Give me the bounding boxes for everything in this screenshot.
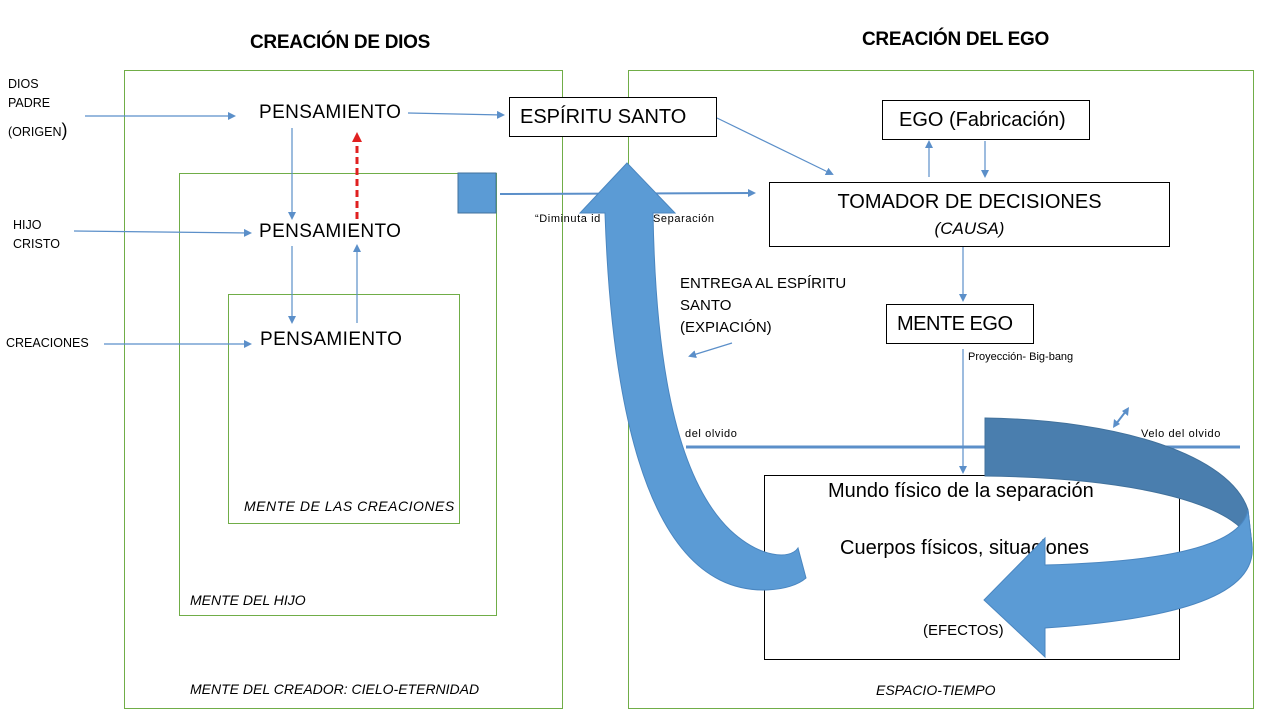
ego-label: EGO (Fabricación) — [899, 109, 1066, 131]
label-mente-hijo: MENTE DEL HIJO — [190, 592, 306, 608]
separation-line — [499, 189, 756, 198]
tomador-label: TOMADOR DE DECISIONES — [837, 191, 1102, 213]
tomador-box: TOMADOR DE DECISIONES (CAUSA) — [769, 182, 1170, 247]
cuerpos-label: Cuerpos físicos, situaciones — [840, 537, 1090, 559]
label-origen: (ORIGEN) — [8, 121, 67, 142]
frame-mente-creaciones — [228, 294, 460, 524]
label-origen-paren: ) — [61, 120, 68, 140]
annotation-velo-left: del olvido — [685, 428, 738, 440]
frame-mente-creador — [124, 70, 563, 709]
annotation-separacion: Separación — [653, 213, 715, 225]
mente-ego-label: MENTE EGO — [897, 313, 1013, 335]
annotation-diminuta-idea: “Diminuta id — [535, 213, 601, 225]
mente-ego-box: MENTE EGO — [886, 304, 1034, 344]
annotation-entrega-line2: SANTO — [680, 297, 732, 314]
label-hijo: HIJO — [13, 218, 42, 232]
pensamiento-padre: PENSAMIENTO — [259, 102, 402, 123]
title-creacion-de-dios: CREACIÓN DE DIOS — [250, 32, 430, 53]
mundo-box: Mundo físico de la separación Cuerpos fí… — [764, 475, 1180, 660]
annotation-velo-right: Velo del olvido — [1141, 428, 1221, 440]
pensamiento-creaciones: PENSAMIENTO — [260, 329, 403, 350]
frame-mente-hijo — [179, 173, 497, 616]
label-espacio-tiempo: ESPACIO-TIEMPO — [876, 682, 996, 698]
label-mente-creador: MENTE DEL CREADOR: CIELO-ETERNIDAD — [190, 681, 480, 697]
label-origen-text: (ORIGEN — [8, 125, 62, 139]
annotation-entrega-line1: ENTREGA AL ESPÍRITU — [680, 275, 847, 292]
causa-label: (CAUSA) — [934, 219, 1005, 238]
arrow-espiritu-to-tomador — [716, 117, 834, 175]
label-mente-creaciones: MENTE DE LAS CREACIONES — [244, 498, 455, 514]
label-dios: DIOS — [8, 77, 39, 91]
label-padre: PADRE — [8, 96, 51, 110]
label-cristo: CRISTO — [13, 237, 60, 251]
pensamiento-hijo: PENSAMIENTO — [259, 221, 402, 242]
annotation-proyeccion: Proyección- Big-bang — [968, 351, 1074, 363]
annotation-entrega-line3: (EXPIACIÓN) — [680, 319, 772, 336]
title-creacion-del-ego: CREACIÓN DEL EGO — [862, 29, 1049, 50]
efectos-label: (EFECTOS) — [923, 622, 1004, 639]
mundo-label: Mundo físico de la separación — [828, 480, 1094, 502]
arrow-pensamiento-to-espiritu — [407, 110, 505, 119]
double-arrow-icon — [1113, 407, 1129, 428]
arrow-hijo-to-pensamiento — [73, 228, 252, 237]
label-creaciones: CREACIONES — [6, 336, 89, 350]
espiritu-santo-label: ESPÍRITU SANTO — [520, 106, 687, 128]
separation-square — [457, 172, 497, 214]
ego-box: EGO (Fabricación) — [882, 100, 1090, 140]
arrow-entrega — [688, 342, 733, 359]
espiritu-santo-box: ESPÍRITU SANTO — [509, 97, 717, 137]
